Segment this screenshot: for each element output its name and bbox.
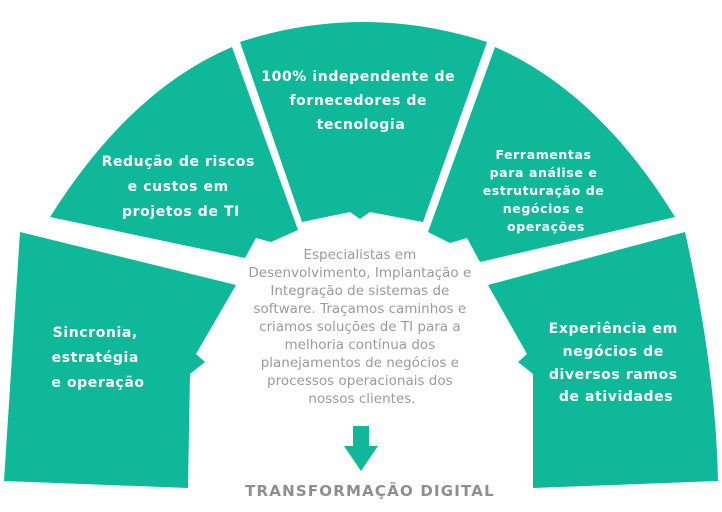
segment-experiencia: Experiência em negócios de diversos ramo… [488,232,718,488]
segment-ferramentas: Ferramentas para análise e estruturação … [428,47,675,262]
segment-independente: 100% independente de fornecedores de tec… [240,22,487,222]
down-arrow-icon [344,426,378,471]
segment-experiencia-label: Experiência em negócios de diversos ramo… [549,321,684,405]
footer-label: TRANSFORMAÇÃO DIGITAL [245,481,495,500]
segment-ferramentas-label: Ferramentas para análise e estruturação … [483,147,610,234]
segment-sincronia: Sincronia, estratégia e operação [4,232,236,488]
segment-independente-label: 100% independente de fornecedores de tec… [261,69,460,133]
segment-reducao: Redução de riscos e custos em projetos d… [50,47,298,258]
center-description: Especialistas em Desenvolvimento, Implan… [248,247,475,407]
segment-sincronia-label: Sincronia, estratégia e operação [51,325,144,391]
segment-reducao-label: Redução de riscos e custos em projetos d… [102,154,261,220]
center-description-text: Especialistas em Desenvolvimento, Implan… [248,247,475,407]
